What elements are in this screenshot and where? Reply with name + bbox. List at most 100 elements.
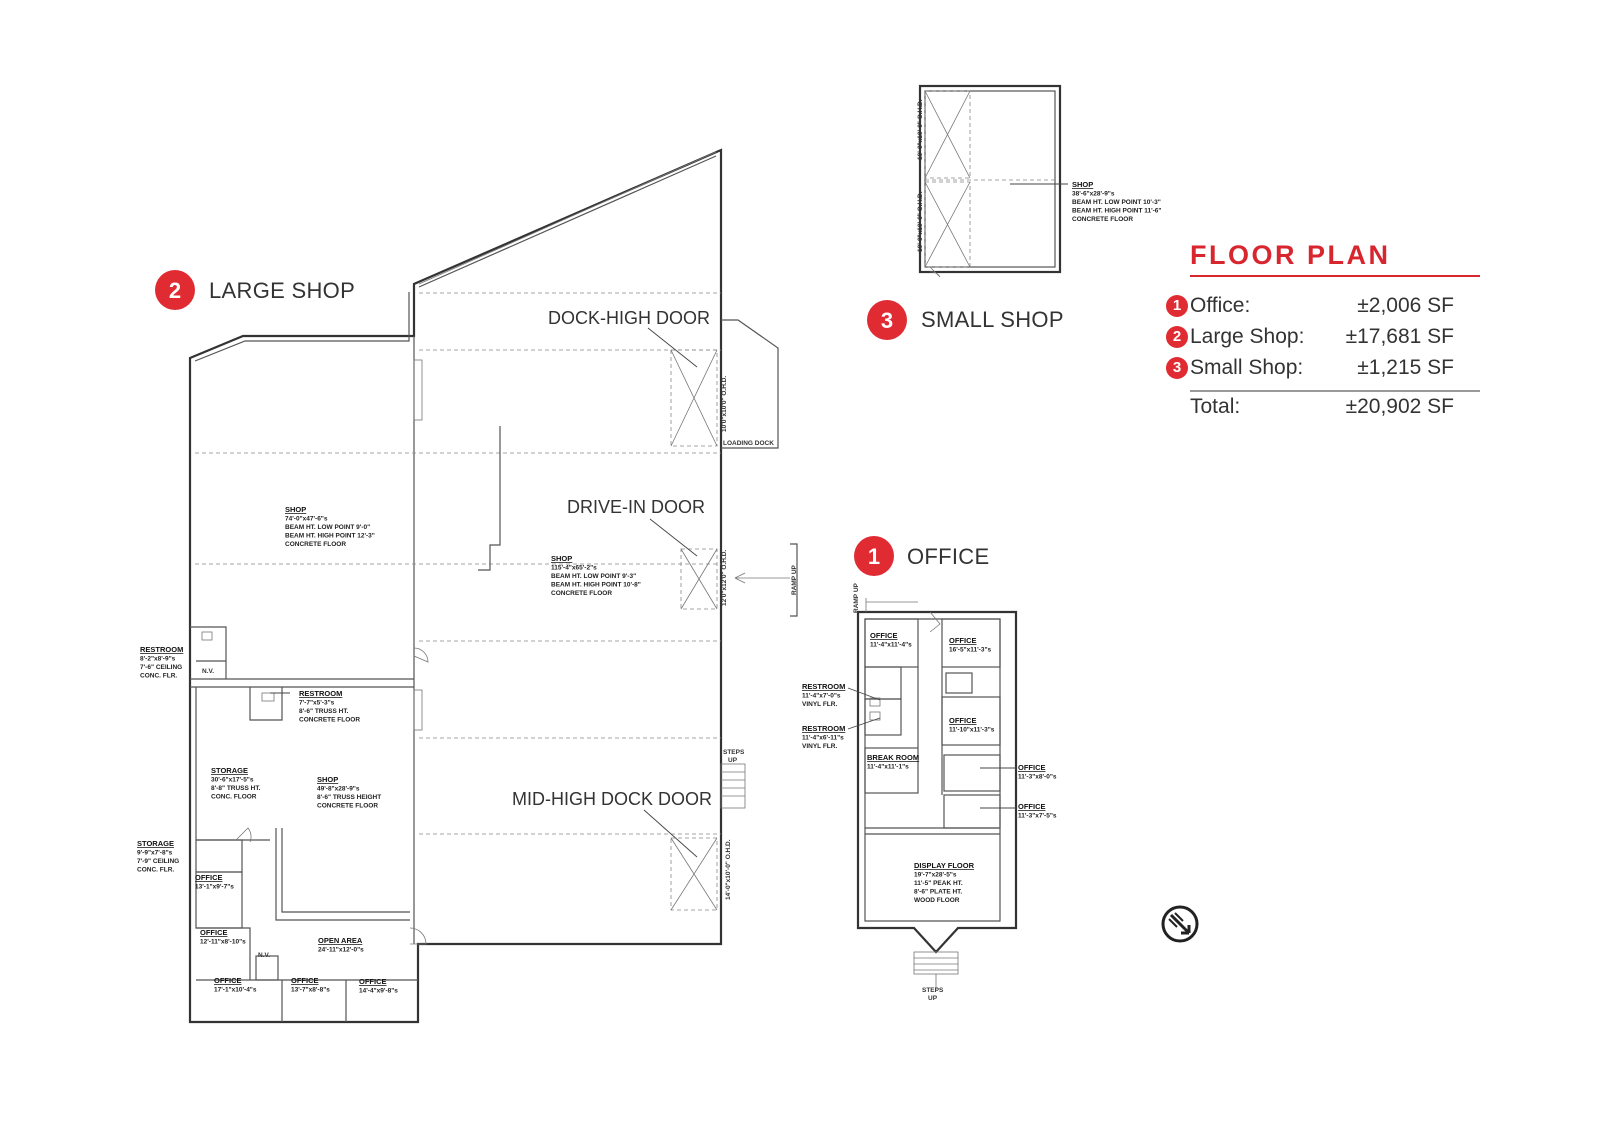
office-steps-label-1: STEPS (922, 987, 944, 994)
room-detail: 11'-10"x11'-3"s (949, 727, 995, 734)
room-title: OPEN AREA (318, 936, 363, 945)
room-detail: 11'-5" PEAK HT. (914, 880, 963, 887)
room-detail: BEAM HT. HIGH POINT 12'-3" (285, 533, 375, 540)
mid-high-dock-door-mark (670, 837, 718, 911)
room-title: RESTROOM (802, 724, 845, 733)
legend-badge: 3 (1166, 357, 1188, 379)
room-detail: 19'-7"x28'-5"s (914, 872, 957, 879)
callout-office-label: OFFICE (907, 544, 989, 569)
room-detail: CONCRETE FLOOR (551, 590, 612, 597)
room-detail: 38'-6"x28'-9"s (1072, 191, 1115, 198)
room-detail: 13'-7"x8'-8"s (291, 987, 330, 994)
drive-in-door-label: DRIVE-IN DOOR (567, 497, 705, 517)
room-detail: CONCRETE FLOOR (285, 541, 346, 548)
room-detail: 16'-5"x11'-3"s (949, 647, 992, 654)
ramp-up-label: RAMP UP (791, 564, 798, 595)
room-detail: BEAM HT. LOW POINT 10'-3" (1072, 199, 1161, 206)
ohd-dock-label: 10'0"x10'0" O.H.D. (721, 376, 728, 432)
room-detail: 7'-9" CEILING (137, 858, 179, 865)
dock-high-door-label: DOCK-HIGH DOOR (548, 308, 710, 328)
room-detail: 74'-0"x47'-6"s (285, 516, 328, 523)
room-title: OFFICE (870, 631, 898, 640)
room-title: RESTROOM (802, 682, 845, 691)
room-detail: 11'-4"x7'-0"s (802, 693, 841, 700)
legend-name: Small Shop: (1190, 356, 1304, 379)
office-steps-label-2: UP (928, 995, 938, 1002)
room-title: RESTROOM (140, 645, 183, 654)
loading-dock-label: LOADING DOCK (723, 440, 774, 447)
legend-value: ±2,006 SF (1357, 294, 1454, 317)
steps-up-label-2: UP (728, 757, 738, 764)
room-detail: 11'-4"x11'-1"s (867, 764, 909, 771)
large-shop-outline (188, 148, 723, 1024)
callout-office-num: 1 (868, 544, 880, 569)
room-title: SHOP (317, 775, 338, 784)
room-label-office-ls2: OFFICE 12'-11"x8'-10"s (200, 928, 246, 946)
room-detail: 24'-11"x12'-0"s (318, 947, 364, 954)
legend-name: Office: (1190, 294, 1251, 317)
ohd-drive-label: 12'0"x12'0" O.H.D. (721, 550, 728, 606)
ohd-small-2-label: 10'-0"x10'-0" O.H.D. (917, 191, 924, 252)
room-detail: 8'-8" TRUSS HT. (211, 785, 261, 792)
room-title: DISPLAY FLOOR (914, 861, 975, 870)
room-detail: 115'-4"x65'-2"s (551, 565, 597, 572)
callout-large-shop: 2 LARGE SHOP (155, 270, 355, 310)
room-title: OFFICE (291, 976, 319, 985)
room-detail: CONC. FLR. (140, 673, 177, 680)
room-label-o-office3: OFFICE 11'-10"x11'-3"s (949, 716, 995, 734)
room-title: OFFICE (949, 716, 977, 725)
room-title: OFFICE (214, 976, 242, 985)
callout-small-shop: 3 SMALL SHOP (867, 300, 1064, 340)
room-detail: VINYL FLR. (802, 743, 837, 750)
room-detail: 8'-6" TRUSS HEIGHT (317, 794, 381, 801)
room-label-open-area: OPEN AREA 24'-11"x12'-0"s (318, 936, 364, 954)
room-detail: 49'-8"x28'-9"s (317, 786, 360, 793)
drive-in-door-mark (680, 548, 718, 610)
room-detail: CONCRETE FLOOR (299, 717, 360, 724)
legend-badge: 2 (1166, 326, 1188, 348)
legend-row-total: Total: ±20,902 SF (1190, 390, 1480, 427)
room-detail: 12'-11"x8'-10"s (200, 939, 246, 946)
north-arrow-icon (1161, 905, 1199, 943)
small-shop-outline (918, 84, 1062, 274)
nv-label-2: N.V. (258, 952, 270, 959)
callout-large-shop-label: LARGE SHOP (209, 278, 355, 303)
room-detail: 7'-7"x5'-3"s (299, 700, 335, 707)
room-detail: BEAM HT. LOW POINT 9'-3" (551, 573, 636, 580)
room-title: OFFICE (1018, 802, 1046, 811)
room-title: OFFICE (1018, 763, 1046, 772)
room-detail: BEAM HT. HIGH POINT 10'-8" (551, 582, 641, 589)
legend-row-office: 1 Office: ±2,006 SF (1166, 291, 1480, 322)
legend-total-name: Total: (1190, 395, 1241, 418)
room-detail: BEAM HT. LOW POINT 9'-0" (285, 524, 370, 531)
office-outline (856, 610, 1018, 954)
room-detail: 7'-6" CEILING (140, 664, 182, 671)
room-detail: CONC. FLR. (137, 867, 174, 874)
room-title: OFFICE (195, 873, 223, 882)
room-detail: CONCRETE FLOOR (1072, 216, 1133, 223)
legend-title: FLOOR PLAN (1190, 240, 1480, 277)
room-detail: 9'-9"x7'-8"s (137, 850, 173, 857)
room-title: OFFICE (359, 977, 387, 986)
room-title: SHOP (551, 554, 572, 563)
floor-plan-legend: FLOOR PLAN 1 Office: ±2,006 SF 2 Large S… (1166, 240, 1480, 427)
room-title: OFFICE (200, 928, 228, 937)
small-shop-plan (918, 84, 1068, 278)
mid-high-dock-door-label: MID-HIGH DOCK DOOR (512, 789, 712, 809)
room-detail: 17'-1"x10'-4"s (214, 987, 257, 994)
callout-small-shop-label: SMALL SHOP (921, 307, 1064, 332)
legend-value: ±1,215 SF (1357, 356, 1454, 379)
room-detail: 30'-6"x17'-5"s (211, 777, 254, 784)
